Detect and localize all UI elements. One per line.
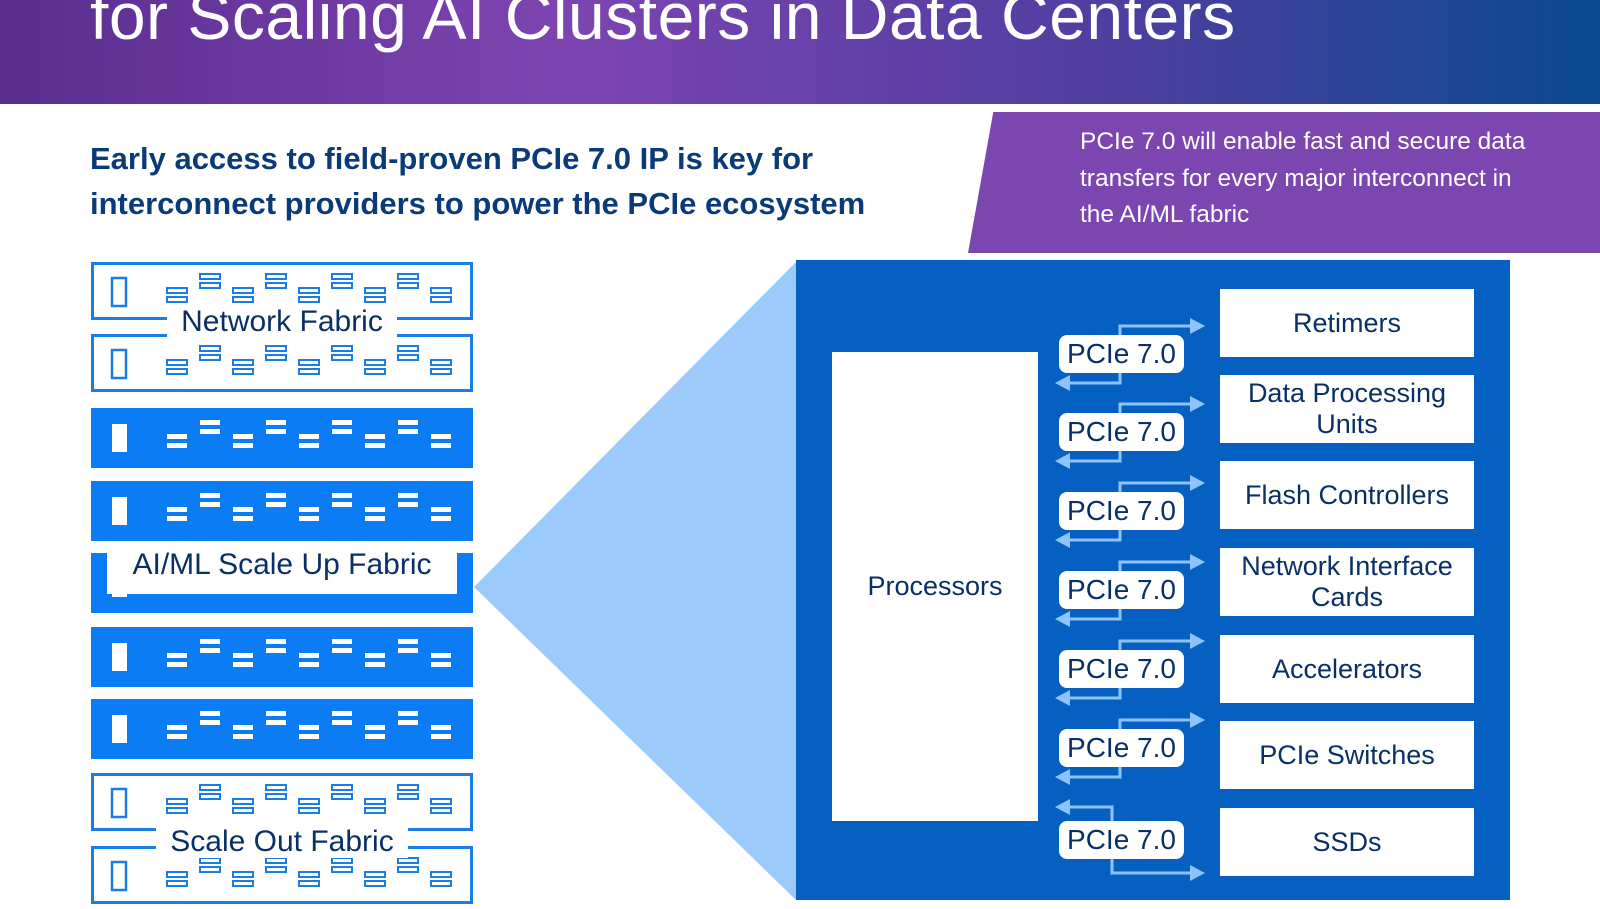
device-box: Accelerators [1220,635,1474,703]
rack-ports-icon [110,784,452,819]
subtitle: Early access to field-proven PCIe 7.0 IP… [90,141,866,221]
server-rack-unit [91,334,473,392]
callout-banner [968,112,1600,253]
device-box: Flash Controllers [1220,461,1474,529]
rack-ports-icon [112,420,451,452]
rack-ports-icon [112,493,451,525]
device-box: Network Interface Cards [1220,548,1474,616]
callout-text: PCIe 7.0 will enable fast and secure dat… [1080,128,1526,228]
pcie-link-label: PCIe 7.0 [1059,413,1184,451]
server-rack-unit [91,773,473,831]
page-title: for Scaling AI Clusters in Data Centers [90,0,1236,53]
rack-ports-icon [112,711,451,743]
header-banner: for Scaling AI Clusters in Data Centers [0,0,1600,104]
pcie-link-label: PCIe 7.0 [1059,335,1184,373]
rack-ports-icon [110,273,452,308]
device-box: PCIe Switches [1220,721,1474,789]
rack-ports-icon [112,639,451,671]
rack-ports-icon [110,345,452,380]
pcie-link-label: PCIe 7.0 [1059,571,1184,609]
rack-ports-icon [110,857,452,892]
device-box: SSDs [1220,808,1474,876]
server-rack-unit [91,408,473,468]
pcie-link-label: PCIe 7.0 [1059,492,1184,530]
pcie-link-label: PCIe 7.0 [1059,650,1184,688]
processors-box: Processors [832,352,1038,821]
server-rack-unit [91,481,473,541]
device-box: Retimers [1220,289,1474,357]
device-box: Data Processing Units [1220,375,1474,443]
pcie-link-label: PCIe 7.0 [1059,729,1184,767]
server-rack-unit [91,699,473,759]
scale-out-fabric-label: Scale Out Fabric [91,825,473,859]
server-rack-unit [91,627,473,687]
scale-up-fabric-label: AI/ML Scale Up Fabric [91,548,473,582]
pcie-link-label: PCIe 7.0 [1059,821,1184,859]
network-fabric-label: Network Fabric [91,305,473,339]
